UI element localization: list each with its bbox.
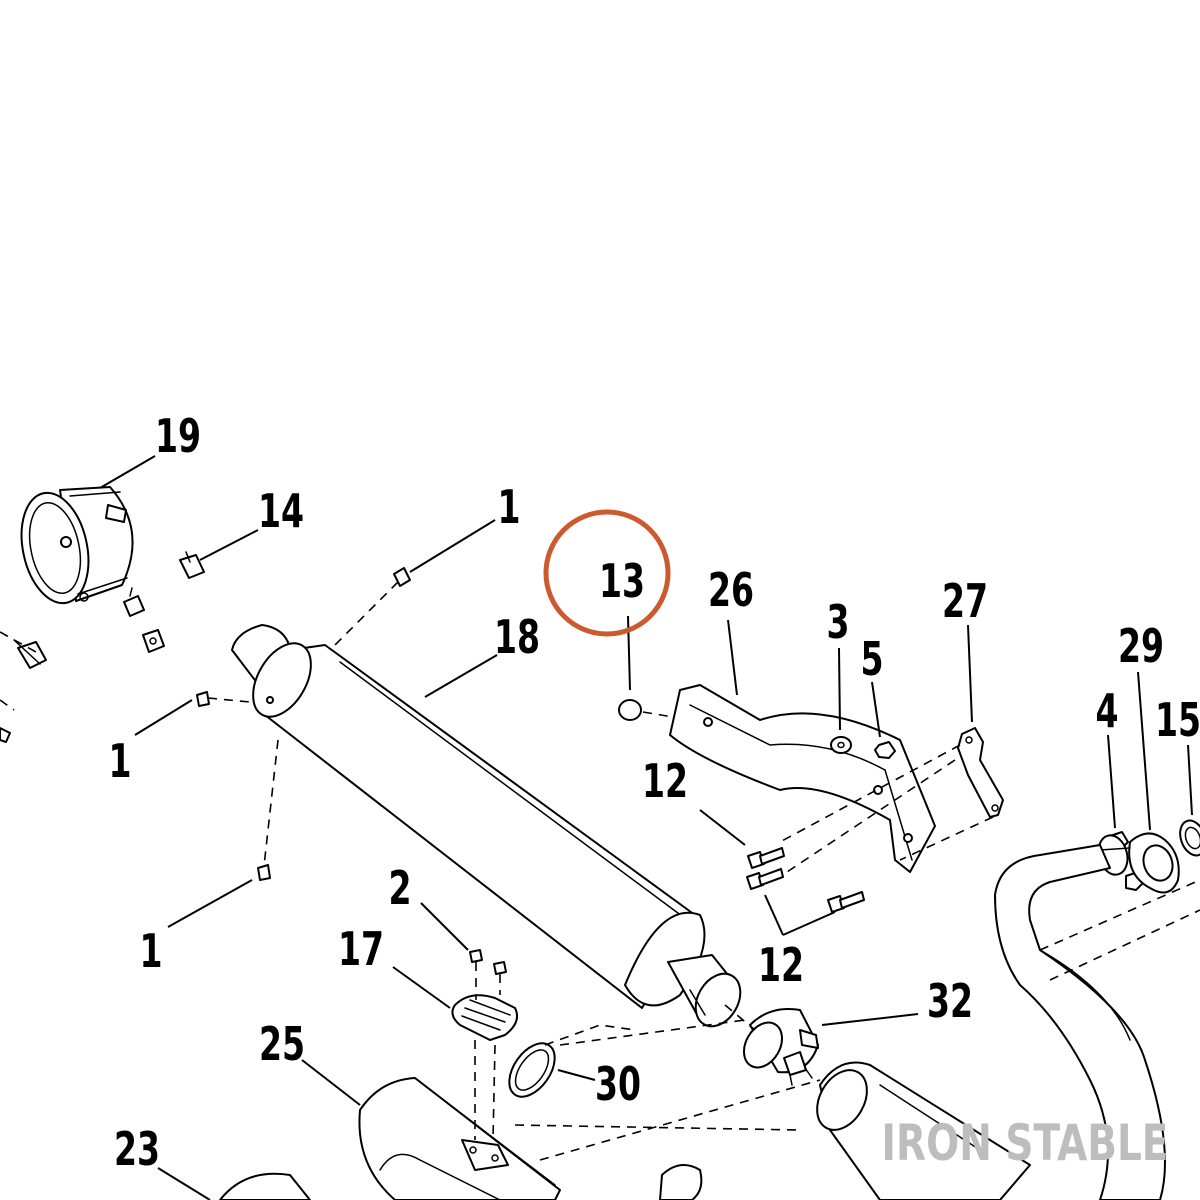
part-19-clamp xyxy=(20,486,134,605)
part-29-flange xyxy=(1128,832,1180,894)
part-25-muffler xyxy=(358,1077,561,1200)
part-5-nut xyxy=(874,741,896,759)
part-30-band xyxy=(508,1024,703,1200)
leader-lines xyxy=(99,455,1193,1200)
part-27-bracket xyxy=(957,727,1004,818)
callout-12-lower: 12 xyxy=(758,940,804,993)
callout-1-low: 1 xyxy=(139,926,162,979)
highlight-ring xyxy=(543,509,671,637)
lower-pipe xyxy=(816,1061,1031,1200)
callout-25: 25 xyxy=(259,1019,305,1072)
part-15-gasket xyxy=(1179,819,1200,857)
callout-13: 13 xyxy=(599,556,645,609)
callout-19: 19 xyxy=(155,411,201,464)
part-23-pipe xyxy=(219,1172,311,1200)
part-26-bracket xyxy=(669,684,936,873)
callout-29: 29 xyxy=(1118,621,1164,674)
callout-27: 27 xyxy=(942,576,988,629)
part-32-clamp xyxy=(743,1008,819,1086)
callout-12-upper: 12 xyxy=(642,756,688,809)
callout-labels: 19 14 1 13 26 3 5 27 29 4 15 18 1 12 1 2… xyxy=(108,411,1200,1177)
callout-26: 26 xyxy=(708,565,754,618)
watermark-text: IRON STABLE xyxy=(882,1113,1169,1172)
part-12-bolts xyxy=(746,847,865,913)
part-17-pad xyxy=(451,994,518,1041)
callout-3: 3 xyxy=(826,597,849,650)
callout-4: 4 xyxy=(1095,686,1118,739)
callout-2: 2 xyxy=(388,863,411,916)
lower-bracket-plate xyxy=(461,1139,509,1171)
callout-14: 14 xyxy=(258,486,304,539)
part-3-washer xyxy=(830,736,852,754)
part-1-fasteners xyxy=(196,567,411,881)
callout-15: 15 xyxy=(1155,695,1200,748)
callout-1-mid: 1 xyxy=(108,736,131,789)
callout-32: 32 xyxy=(927,976,973,1029)
callout-5: 5 xyxy=(860,634,883,687)
clip-nuts xyxy=(0,587,165,743)
header-pipe xyxy=(994,844,1200,1200)
callout-23: 23 xyxy=(114,1124,160,1177)
callout-18: 18 xyxy=(494,612,540,665)
part-18-muffler xyxy=(231,624,742,1028)
callout-30: 30 xyxy=(595,1059,641,1112)
part-14-bracket xyxy=(179,551,205,579)
callout-17: 17 xyxy=(338,924,384,977)
part-2-screws xyxy=(469,949,507,975)
callout-1-top: 1 xyxy=(497,482,520,535)
